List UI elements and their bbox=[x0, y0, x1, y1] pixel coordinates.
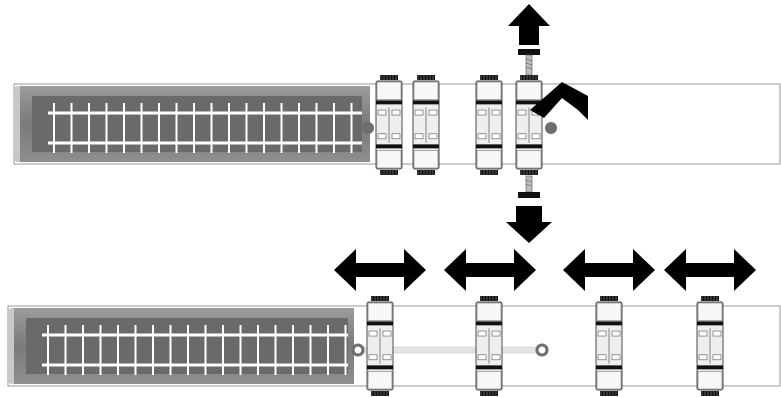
double-arrow-icon bbox=[664, 249, 756, 291]
top-screw-lower bbox=[518, 175, 540, 198]
rail-clamp bbox=[412, 75, 440, 175]
bottom-pivot-left bbox=[351, 343, 365, 357]
bottom-pivot-right bbox=[535, 343, 549, 357]
rail-clamp bbox=[696, 296, 724, 396]
rail-clamp bbox=[366, 296, 394, 396]
rail-clamp bbox=[475, 75, 503, 175]
bottom-assembly bbox=[7, 249, 781, 396]
rail-clamp bbox=[515, 75, 543, 175]
double-arrow-icon bbox=[444, 249, 536, 291]
arrow-up-icon bbox=[508, 4, 550, 45]
top-pivot-right bbox=[545, 122, 557, 134]
top-assembly bbox=[13, 4, 781, 243]
top-screw-upper bbox=[518, 49, 540, 76]
top-pivot-left bbox=[362, 122, 374, 134]
double-arrow-icon bbox=[334, 249, 426, 291]
rail-clamp bbox=[375, 75, 403, 175]
corner-arrow-icon bbox=[530, 82, 588, 120]
arrow-down-icon bbox=[506, 206, 552, 243]
rail-clamp bbox=[475, 296, 503, 396]
top-clamp-group bbox=[375, 75, 543, 175]
bottom-clamp-group bbox=[366, 296, 724, 396]
bottom-track bbox=[42, 325, 348, 375]
double-arrow-group bbox=[334, 249, 756, 291]
top-track bbox=[48, 103, 362, 153]
double-arrow-icon bbox=[563, 249, 655, 291]
rail-clamp bbox=[595, 296, 623, 396]
